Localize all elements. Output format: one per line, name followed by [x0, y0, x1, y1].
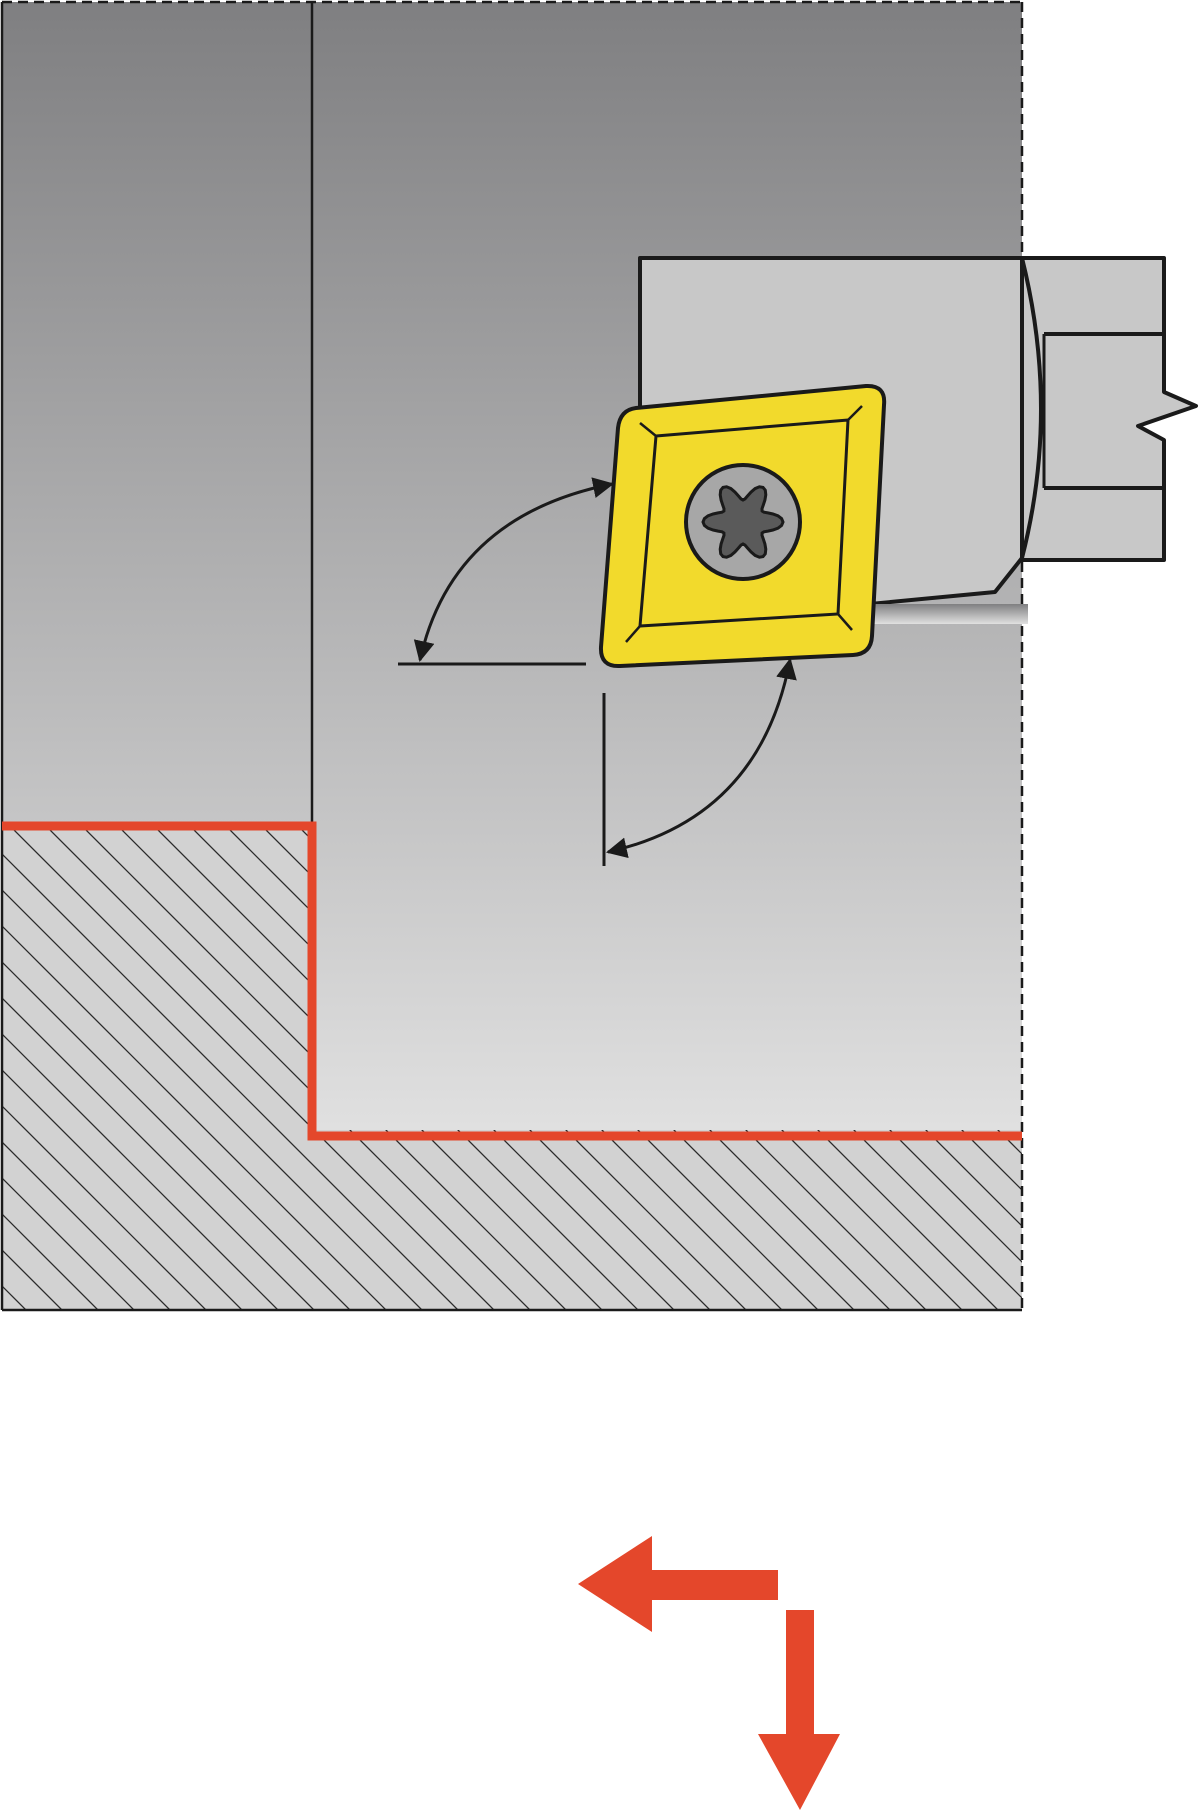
torx-icon: [701, 485, 785, 559]
arrow-left-icon: [578, 1536, 778, 1632]
insert-corner-line-3: [837, 613, 853, 631]
insert-corner-line-2: [847, 405, 863, 421]
insert-corner-line-1: [639, 422, 657, 437]
hatch-line: [2, 826, 253, 1310]
workpiece-fill: [2, 826, 1022, 1310]
cutting-insert: [598, 383, 887, 669]
hatch-line: [1011, 826, 1022, 1310]
hatch-line: [2, 826, 469, 1310]
holder-clearance: [858, 604, 1028, 624]
hatch-line: [1084, 820, 1200, 1320]
holder-collar: [1020, 257, 1043, 559]
hatch-line: [2, 826, 109, 1310]
entering-angle-arc: [413, 477, 615, 663]
hatch-line: [2, 826, 181, 1310]
angle-indicators: [398, 477, 797, 866]
hatch-line: [1048, 820, 1200, 1320]
hatch-line: [39, 826, 541, 1310]
hatch-line: [2, 826, 433, 1310]
hatch-line: [2, 826, 397, 1310]
cut-profile: [2, 821, 1022, 1141]
hatch-line: [3, 826, 505, 1310]
hatch-line: [2, 826, 361, 1310]
hatch-line: [2, 826, 289, 1310]
hatch-line: [2, 826, 217, 1310]
holder-shank: [1020, 256, 1198, 562]
lead-angle-arc: [605, 657, 797, 859]
feed-direction: [578, 1536, 840, 1810]
hatch-line: [2, 826, 325, 1310]
arrow-down-icon: [758, 1610, 840, 1810]
hatch-line: [2, 826, 145, 1310]
insert-corner-line-4: [625, 625, 641, 643]
